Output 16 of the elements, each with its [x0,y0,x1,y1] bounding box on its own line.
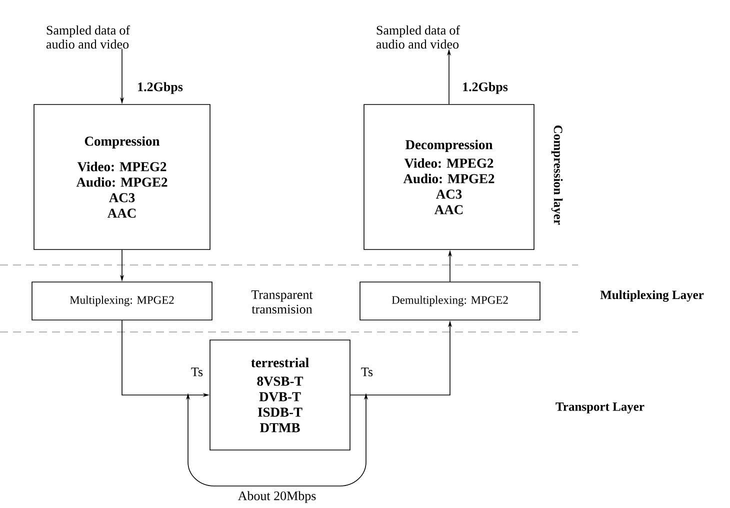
process-box: terrestrial 8VSB-T DVB-T ISDB-T DTMB [210,340,350,450]
process-box: Decompression Video: MPEG2 Audio: MPGE2 AC3 AAC [364,104,534,250]
edge-label: Ts [191,368,203,376]
edge-label: 1.2Gbps [463,82,508,94]
layer-label: Transport Layer [556,402,644,414]
edge-label: Ts [361,368,373,376]
process-box: Compression Video: MPEG2 Audio: MPGE2 AC3 AAC [34,104,210,250]
process-box: Demultiplexing: MPGE2 [360,282,540,320]
note-text: Transparent transmision [251,290,313,314]
layer-label: Compression layer [551,126,563,225]
layer-label: Multiplexing Layer [600,290,704,302]
text-label: Sampled data of audio and video [376,25,460,49]
text-label: Sampled data of audio and video [46,25,130,49]
rate-label: About 20Mbps [236,490,318,504]
edge-label: 1.2Gbps [138,82,183,94]
process-box: Multiplexing: MPGE2 [32,282,212,320]
